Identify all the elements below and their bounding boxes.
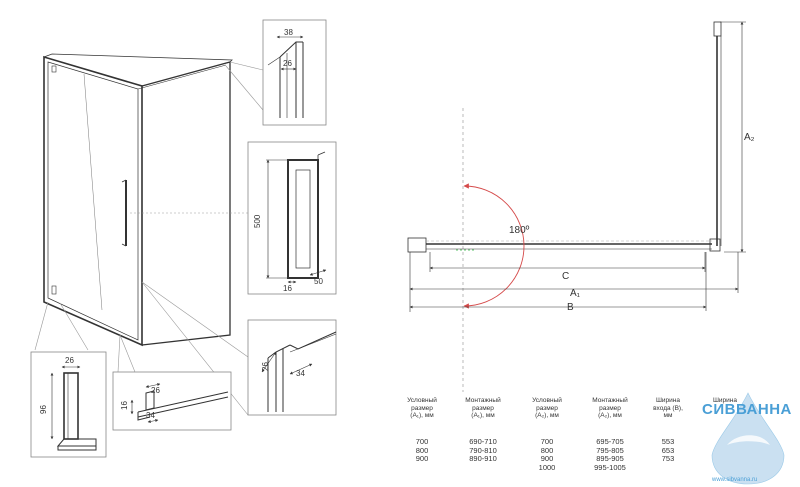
hinge-dimension-a-label: 26	[261, 362, 270, 371]
top-profile-inner-width-label: 26	[283, 59, 292, 68]
header-line: (A₁), мм	[410, 412, 434, 419]
table-cell: 900	[415, 454, 429, 464]
dimension-c-label: C	[562, 271, 570, 282]
table-cell: 800	[540, 445, 554, 455]
handle-height-label: 500	[253, 214, 262, 228]
detail-box-hinge	[247, 319, 337, 416]
dimension-a2-label: A₂	[744, 132, 755, 143]
header-line: мм	[663, 412, 673, 419]
header-line: (A₁), мм	[471, 412, 495, 419]
header-line: размер	[536, 404, 558, 412]
header-line: (A₂), мм	[598, 412, 622, 419]
table-cell: 995-1005	[594, 462, 626, 472]
table-cell: 790-810	[469, 445, 497, 455]
table-column-nominal-a1: 700 800 900	[387, 437, 457, 464]
table-column-nominal-a2: 700 800 900 1000	[512, 437, 582, 472]
bottom-corner-height-label: 96	[39, 405, 48, 414]
table-cell: 895-905	[596, 454, 624, 464]
table-header-nominal-a1: Условный размер (A₁), мм	[387, 397, 457, 420]
table-cell: 753	[661, 454, 675, 464]
header-line: Монтажный	[465, 397, 501, 404]
plan-view	[407, 21, 722, 392]
header-line: размер	[599, 404, 621, 412]
table-cell: 700	[415, 437, 429, 446]
table-cell: 690-710	[469, 437, 497, 446]
bottom-profile-a-label: 26	[151, 386, 160, 395]
handle-thickness-label: 16	[283, 284, 292, 293]
header-line: размер	[472, 404, 494, 412]
table-header-mounting-a2: Монтажный размер (A₂), мм	[575, 397, 645, 420]
table-column-mounting-a2: 695-705 795-805 895-905 995-1005	[575, 437, 645, 472]
shower-door-isometric	[43, 53, 233, 347]
table-header-mounting-a1: Монтажный размер (A₁), мм	[448, 397, 518, 420]
bottom-corner-width-label: 26	[65, 356, 74, 365]
header-line: входа (B),	[653, 404, 683, 412]
handle-depth-label: 50	[314, 277, 323, 286]
brand-logo-icon	[711, 392, 785, 485]
dimension-a1-label: A₁	[570, 288, 581, 299]
header-line: Ширина	[655, 397, 681, 404]
table-cell: 795-805	[596, 445, 624, 455]
hinge-dimension-b-label: 34	[296, 369, 305, 378]
table-cell: 800	[415, 445, 429, 455]
plan-dimensions	[409, 21, 746, 312]
header-line: размер	[411, 404, 433, 412]
header-line: Условный	[532, 397, 562, 404]
table-cell: 890-910	[469, 454, 497, 464]
top-profile-outer-width-label: 38	[284, 28, 293, 37]
header-line: (A₂), мм	[535, 412, 559, 419]
table-cell: 1000	[538, 462, 556, 472]
detail-box-bottom-profile	[112, 371, 232, 431]
brand-logo-url: www.sibvanna.ru	[712, 477, 758, 483]
header-line: Условный	[407, 397, 437, 404]
table-column-entry-width: 553 653 753	[633, 437, 703, 464]
brand-logo-name: СИВВАННА	[702, 401, 792, 418]
table-cell: 695-705	[596, 437, 624, 446]
detail-box-bottom-corner	[30, 351, 107, 458]
detail-box-handle	[247, 141, 337, 295]
table-header-entry-width: Ширина входа (B), мм	[633, 397, 703, 420]
dimension-b-label: B	[567, 302, 574, 313]
bottom-profile-b-label: 16	[120, 401, 129, 410]
table-header-width-extra: Ширина	[690, 397, 760, 405]
table-cell: 553	[661, 437, 675, 446]
table-cell: 700	[540, 437, 554, 446]
table-header-nominal-a2: Условный размер (A₂), мм	[512, 397, 582, 420]
header-line: Монтажный	[592, 397, 628, 404]
bottom-profile-c-label: 34	[146, 411, 155, 420]
detail-box-top-profile	[262, 19, 327, 126]
swing-angle-label: 180º	[509, 225, 530, 236]
header-line: Ширина	[712, 397, 738, 404]
table-cell: 900	[540, 454, 554, 464]
table-cell: 653	[661, 445, 675, 455]
table-column-mounting-a1: 690-710 790-810 890-910	[448, 437, 518, 464]
